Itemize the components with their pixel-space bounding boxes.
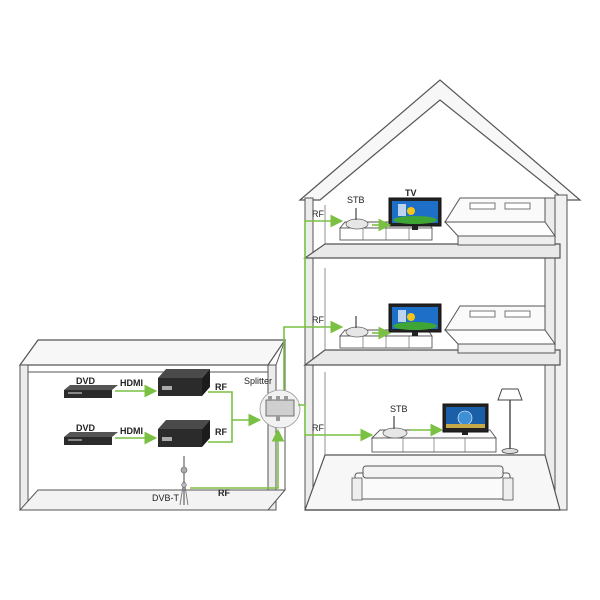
label-splitter: Splitter xyxy=(244,376,272,386)
house-roof xyxy=(298,79,582,201)
label-rf-modulator-1: RF xyxy=(215,382,227,392)
floor-top xyxy=(303,243,561,259)
label-rf-bottom: RF xyxy=(312,423,324,433)
house-left-wall xyxy=(304,197,314,511)
signal-lines xyxy=(115,214,444,489)
stb-middle xyxy=(345,316,369,338)
floor-lamp xyxy=(497,388,523,454)
dvd-player-2 xyxy=(64,432,118,445)
bed-middle xyxy=(443,305,556,354)
label-hdmi-1: HDMI xyxy=(120,378,143,388)
head-end-room xyxy=(18,339,287,511)
label-rf-modulator-2: RF xyxy=(215,427,227,437)
label-rf-top: RF xyxy=(312,209,324,219)
label-rf-dvbt: RF xyxy=(218,488,230,498)
tv-middle xyxy=(388,303,442,336)
label-tv: TV xyxy=(405,188,417,198)
dvd-player-1 xyxy=(64,385,118,398)
splitter xyxy=(259,389,301,429)
label-dvd-1: DVD xyxy=(76,376,96,386)
stb-top xyxy=(345,208,369,230)
tv-top xyxy=(388,197,442,230)
tv-bottom xyxy=(442,403,489,435)
label-rf-middle: RF xyxy=(312,315,324,325)
label-stb-bottom: STB xyxy=(390,404,408,414)
label-hdmi-2: HDMI xyxy=(120,426,143,436)
rf-modulator-2 xyxy=(158,420,210,447)
stb-bottom xyxy=(382,416,408,439)
label-stb-top: STB xyxy=(347,195,365,205)
sofa xyxy=(351,465,514,501)
dvbt-tower xyxy=(179,456,189,506)
rf-modulator-1 xyxy=(158,369,210,396)
bed-top xyxy=(443,197,556,246)
label-dvbt: DVB-T xyxy=(152,493,180,503)
label-dvd-2: DVD xyxy=(76,423,96,433)
